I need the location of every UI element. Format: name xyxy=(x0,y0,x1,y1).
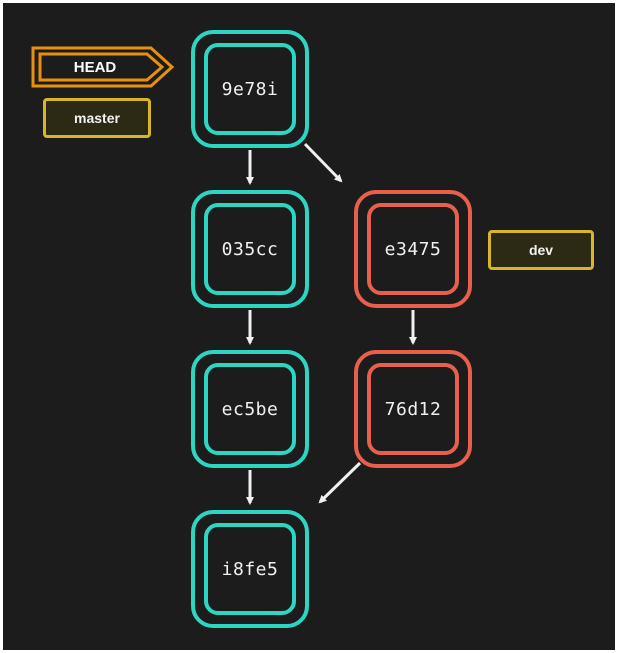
master-branch-label: master xyxy=(43,98,151,138)
head-pointer-tag: HEAD xyxy=(31,46,175,88)
commit-hash: 9e78i xyxy=(221,78,279,100)
commit-hash: i8fe5 xyxy=(221,558,279,580)
arrow-9e78i-to-e3475 xyxy=(303,142,343,183)
commit-hash: ec5be xyxy=(221,398,279,420)
commit-node-ec5be: ec5be xyxy=(191,350,309,468)
commit-node-76d12: 76d12 xyxy=(354,350,472,468)
commit-hash: e3475 xyxy=(384,238,442,260)
commit-hash: 76d12 xyxy=(384,398,442,420)
commit-node-e3475: e3475 xyxy=(354,190,472,308)
dev-branch-label: dev xyxy=(488,230,594,270)
git-graph-diagram: HEAD master dev 9e78i 035cc ec5be i8fe5 … xyxy=(3,3,615,650)
commit-node-9e78i: 9e78i xyxy=(191,30,309,148)
arrow-76d12-to-i8fe5 xyxy=(318,461,362,504)
commit-node-i8fe5: i8fe5 xyxy=(191,510,309,628)
commit-node-035cc: 035cc xyxy=(191,190,309,308)
commit-hash: 035cc xyxy=(221,238,279,260)
commit-arrows xyxy=(246,142,417,505)
head-label: HEAD xyxy=(73,58,117,76)
